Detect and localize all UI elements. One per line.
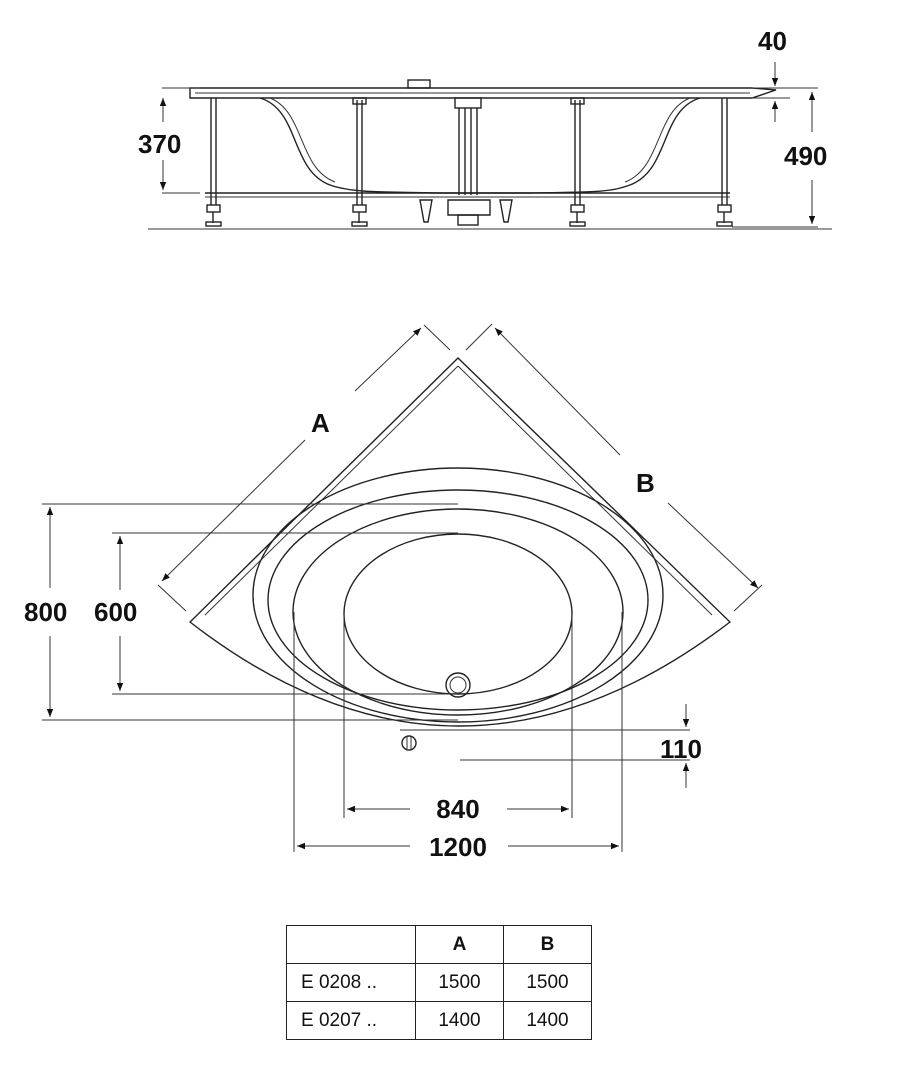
header-model	[286, 925, 416, 964]
row-a: 1400	[415, 1001, 504, 1040]
overflow-icon	[401, 735, 417, 751]
row-a: 1500	[415, 963, 504, 1002]
row-model: E 0207 ..	[286, 1001, 416, 1040]
header-a: A	[415, 925, 504, 964]
outer-rim-ellipse	[252, 467, 664, 723]
row-model: E 0208 ..	[286, 963, 416, 1002]
dim-1200: 1200	[429, 832, 487, 862]
label-a: A	[311, 408, 330, 438]
inner-basin-ellipse	[343, 533, 573, 695]
dim-600: 600	[94, 597, 137, 627]
row-b: 1500	[503, 963, 592, 1002]
tub-shell	[259, 97, 701, 194]
tub-rim	[189, 87, 777, 99]
spec-table: A B E 0208 .. 1500 1500 E 0207 .. 1400 1…	[286, 925, 592, 1040]
waste-pipes	[419, 97, 513, 226]
table-row: E 0207 .. 1400 1400	[286, 1001, 592, 1040]
overflow-cap	[407, 79, 431, 89]
table-header-row: A B	[286, 925, 592, 964]
dim-110: 110	[660, 734, 702, 764]
row-b: 1400	[503, 1001, 592, 1040]
dim-40: 40	[758, 26, 787, 56]
label-b: B	[636, 468, 655, 498]
table-row: E 0208 .. 1500 1500	[286, 963, 592, 1002]
top-view: A B 800 600 110 840 12	[24, 323, 763, 862]
side-view: 370 490 40	[138, 26, 832, 230]
header-b: B	[503, 925, 592, 964]
basin-ellipse	[292, 508, 624, 716]
dim-800: 800	[24, 597, 67, 627]
dim-840: 840	[436, 794, 479, 824]
dim-490: 490	[784, 141, 827, 171]
drain-icon	[445, 672, 471, 698]
dim-370: 370	[138, 129, 181, 159]
tub-outline	[188, 357, 732, 727]
frame-legs	[205, 97, 733, 227]
